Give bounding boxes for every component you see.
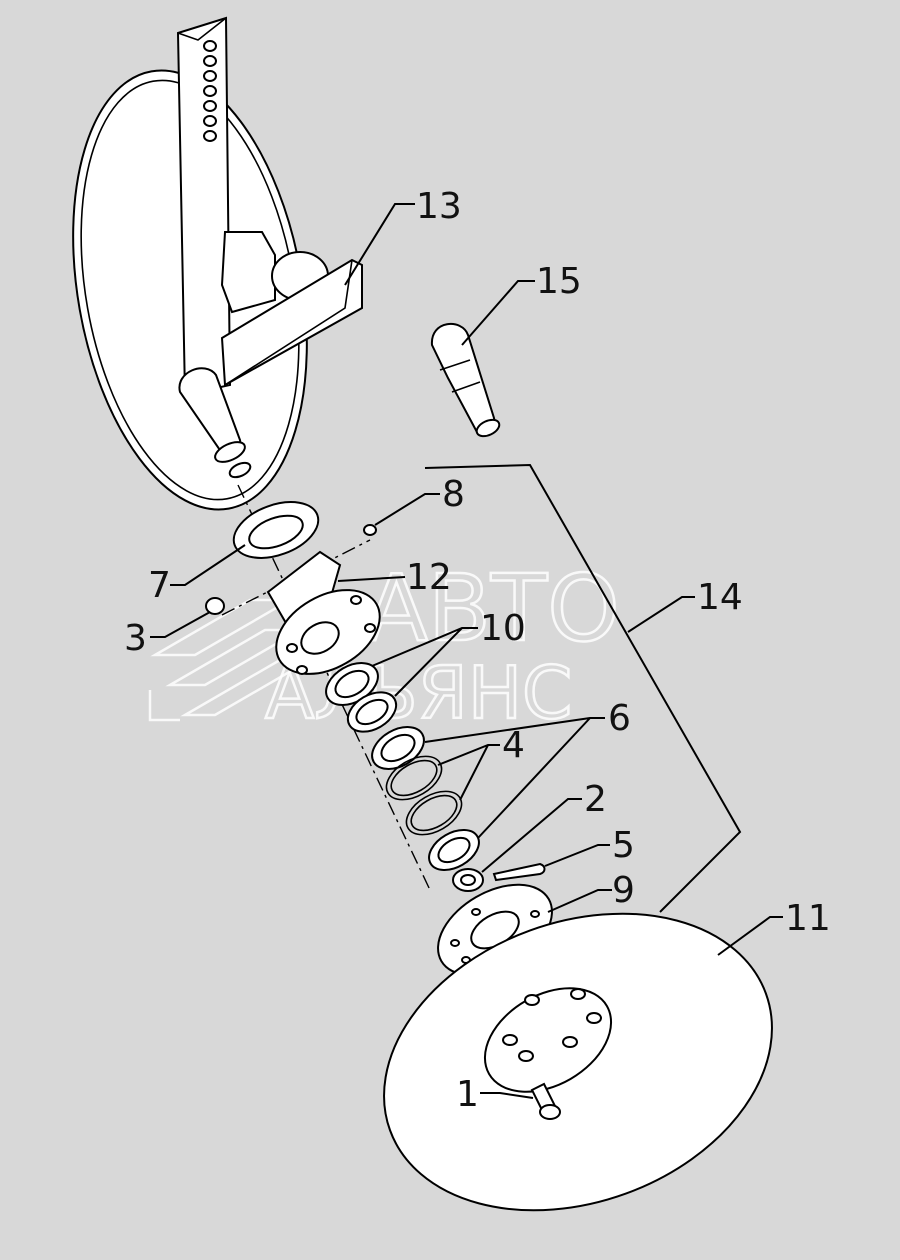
- leader-10: [371, 627, 478, 697]
- callout-8: 8: [442, 474, 465, 515]
- leader-9: [547, 889, 612, 913]
- callout-14: 14: [697, 577, 743, 618]
- callout-10: 10: [480, 608, 526, 649]
- mounting-bar-holes: [203, 40, 217, 142]
- leader-6: [424, 717, 605, 839]
- part-14-bracket: [424, 463, 742, 913]
- part-15-spindle: [430, 322, 501, 438]
- callout-1: 1: [456, 1074, 479, 1115]
- part-6-4-rings: [371, 726, 480, 871]
- callout-11: 11: [785, 898, 831, 939]
- leader-12: [337, 576, 406, 582]
- callout-13: 13: [416, 186, 462, 227]
- leader-7: [170, 544, 246, 586]
- mounting-bar: [176, 16, 232, 397]
- watermark-line-1: АВТО: [365, 555, 620, 662]
- callout-4: 4: [502, 725, 525, 766]
- part-12-hub: [266, 550, 381, 675]
- leader-13: [344, 203, 415, 286]
- leader-8: [374, 493, 440, 526]
- part-7-seal: [232, 501, 320, 559]
- callout-6: 6: [608, 698, 631, 739]
- callout-2: 2: [584, 779, 607, 820]
- callout-5: 5: [612, 825, 635, 866]
- callout-labels: 13 15 8 7 12 3 10 14 6 4 2 5 9 11 1: [124, 186, 831, 1115]
- callout-15: 15: [536, 261, 582, 302]
- part-8-nipple: [363, 524, 377, 536]
- leader-15: [461, 280, 535, 346]
- leader-2: [481, 798, 582, 873]
- coulter-disc-assembly: [72, 16, 363, 511]
- part-11-disc: [383, 912, 773, 1212]
- part-3-grease-nipple: [205, 597, 225, 615]
- leader-14: [627, 596, 695, 633]
- part-10-bearings: [325, 662, 398, 733]
- part-2-nut: [452, 868, 484, 892]
- part-1-bolt: [530, 1082, 561, 1120]
- callout-7: 7: [148, 565, 171, 606]
- leader-3: [150, 611, 211, 638]
- leader-lines: [150, 203, 783, 1099]
- leader-1: [480, 1092, 534, 1099]
- disc-hub-housing: [220, 231, 276, 314]
- callout-9: 9: [612, 870, 635, 911]
- arm-bracket: [220, 258, 363, 387]
- leader-5: [544, 844, 610, 867]
- callout-3: 3: [124, 618, 147, 659]
- watermark-logo: АВТО АЛЬЯНС: [148, 554, 621, 736]
- part-5-pin: [492, 862, 546, 882]
- leader-11: [717, 916, 783, 956]
- leader-4: [437, 744, 500, 801]
- callout-12: 12: [406, 557, 452, 598]
